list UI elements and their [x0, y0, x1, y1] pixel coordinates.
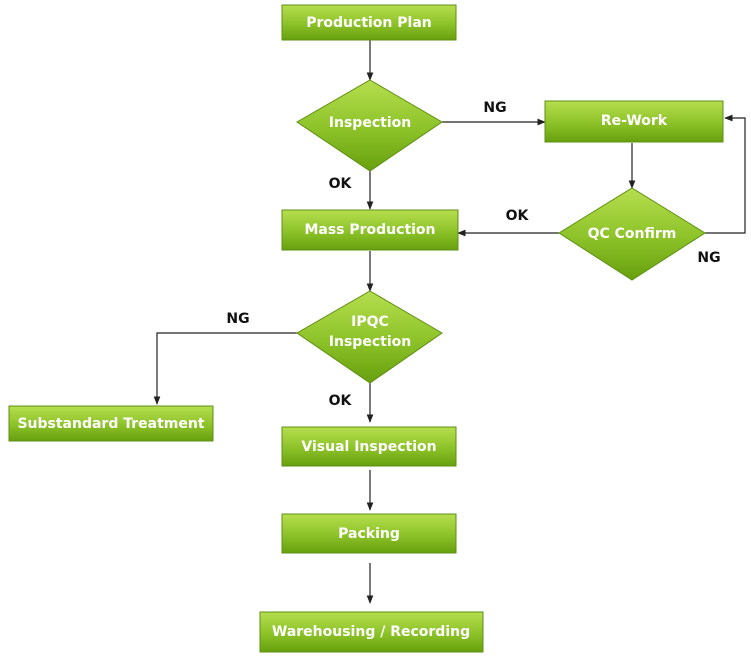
label-inspection-ok: OK — [329, 176, 353, 192]
node-mass-production: Mass Production — [281, 209, 459, 251]
node-label: Substandard Treatment — [17, 416, 204, 432]
node-label: Mass Production — [304, 222, 435, 238]
edge-labels: NG OK OK NG NG OK — [226, 100, 720, 409]
node-label: Inspection — [329, 115, 411, 131]
node-rework: Re-Work — [544, 100, 724, 143]
label-qc-ok: OK — [506, 208, 530, 224]
arrow-ipqc-to-substandard — [153, 332, 297, 405]
label-ipqc-ng: NG — [226, 311, 249, 327]
node-label: Packing — [338, 526, 400, 542]
connectors — [153, 40, 746, 604]
node-ipqc-decision: IPQC Inspection — [296, 290, 443, 384]
node-warehousing-recording: Warehousing / Recording — [259, 611, 484, 653]
label-qc-ng: NG — [697, 250, 720, 266]
node-inspection-decision: Inspection — [296, 79, 443, 172]
node-qc-confirm-decision: QC Confirm — [558, 187, 706, 281]
label-ipqc-ok: OK — [329, 393, 353, 409]
node-label: Re-Work — [601, 113, 668, 129]
node-label: Visual Inspection — [301, 439, 436, 455]
node-label-line-1: IPQC — [351, 314, 389, 330]
node-production-plan: Production Plan — [281, 4, 457, 41]
node-visual-inspection: Visual Inspection — [281, 426, 457, 467]
node-packing: Packing — [281, 513, 457, 554]
node-label-line-2: Inspection — [329, 334, 411, 350]
node-label: Warehousing / Recording — [272, 624, 470, 640]
node-label: Production Plan — [306, 15, 432, 31]
node-label: QC Confirm — [588, 226, 677, 242]
arrow-qc-confirm-back-to-rework — [705, 114, 746, 234]
label-inspection-ng: NG — [483, 100, 506, 116]
node-substandard-treatment: Substandard Treatment — [8, 405, 214, 442]
